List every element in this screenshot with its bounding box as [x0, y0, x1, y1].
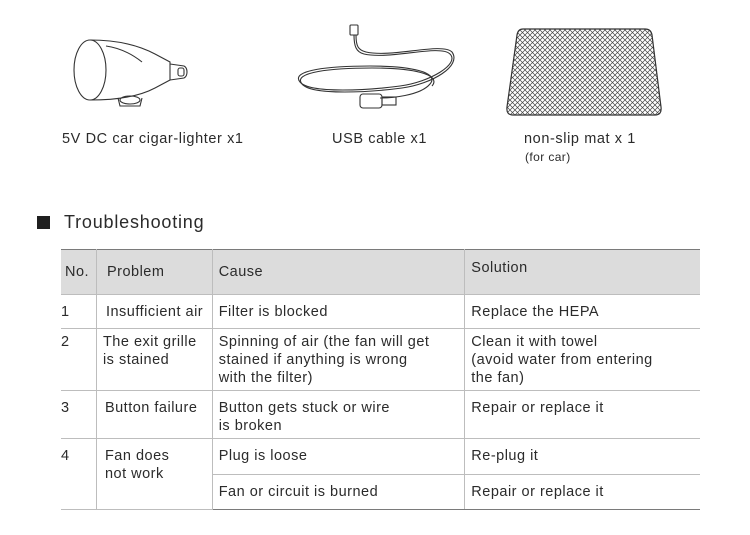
row-no: 2: [61, 328, 97, 391]
table-header-row: No. Problem Cause Solution: [61, 249, 700, 295]
cause-line: with the filter): [218, 370, 313, 386]
row-no: 1: [61, 294, 97, 329]
accessory-sublabel-mat: (for car): [525, 150, 571, 164]
accessory-label-usb-cable: USB cable x1: [332, 131, 428, 147]
section-title: Troubleshooting: [64, 212, 205, 232]
car-charger-icon: [73, 39, 188, 107]
troubleshooting-table: No. Problem Cause Solution 1 Insufficien…: [61, 249, 700, 510]
non-slip-mat-icon: [506, 28, 662, 116]
row-solution: Repair or replace it: [464, 474, 700, 510]
row-solution: Clean it with towel (avoid water from en…: [464, 328, 700, 391]
row-solution: Replace the HEPA: [464, 294, 700, 329]
cause-line: is broken: [218, 418, 283, 434]
row-problem: Insufficient air: [95, 294, 213, 329]
solution-line: Clean it with towel: [471, 334, 598, 350]
row-solution: Repair or replace it: [464, 390, 700, 439]
problem-line: is stained: [102, 352, 170, 368]
cause-line: Spinning of air (the fan will get: [218, 334, 430, 350]
table-row: 3 Button failure Button gets stuck or wi…: [61, 390, 700, 439]
row-cause: Fan or circuit is burned: [212, 474, 466, 510]
problem-line: Fan does: [104, 448, 170, 464]
problem-line: not work: [104, 466, 164, 482]
solution-line: the fan): [471, 370, 525, 386]
row-cause: Spinning of air (the fan will get staine…: [211, 328, 466, 391]
accessory-label-mat: non-slip mat x 1: [524, 131, 636, 147]
section-header: Troubleshooting: [37, 212, 204, 233]
accessory-label-charger: 5V DC car cigar-lighter x1: [62, 131, 244, 147]
table-row: Fan or circuit is burned Repair or repla…: [61, 474, 700, 510]
row-no: 3: [61, 390, 97, 439]
solution-line: (avoid water from entering: [471, 352, 653, 368]
row-solution: Re-plug it: [464, 438, 700, 475]
table-row: 2 The exit grille is stained Spinning of…: [61, 328, 700, 391]
row-problem: Button failure: [95, 390, 213, 439]
row-cause: Button gets stuck or wire is broken: [211, 390, 466, 439]
cause-line: Button gets stuck or wire: [218, 400, 390, 416]
table-row: 4 Fan does not work Plug is loose Re-plu…: [61, 438, 700, 510]
header-problem: Problem: [95, 249, 213, 295]
section-bullet-icon: [37, 216, 50, 229]
usb-cable-icon: [297, 24, 455, 109]
problem-line: The exit grille: [102, 334, 197, 350]
header-solution: Solution: [464, 249, 700, 295]
row-problem: The exit grille is stained: [95, 328, 213, 391]
row-cause: Filter is blocked: [211, 294, 466, 329]
row-problem: Fan does not work: [95, 438, 213, 510]
table-row: 1 Insufficient air Filter is blocked Rep…: [61, 294, 700, 329]
row-no: 4: [61, 438, 97, 510]
cause-line: stained if anything is wrong: [218, 352, 408, 368]
header-cause: Cause: [211, 249, 466, 295]
row-cause: Plug is loose: [211, 438, 466, 475]
header-no: No.: [61, 249, 97, 295]
